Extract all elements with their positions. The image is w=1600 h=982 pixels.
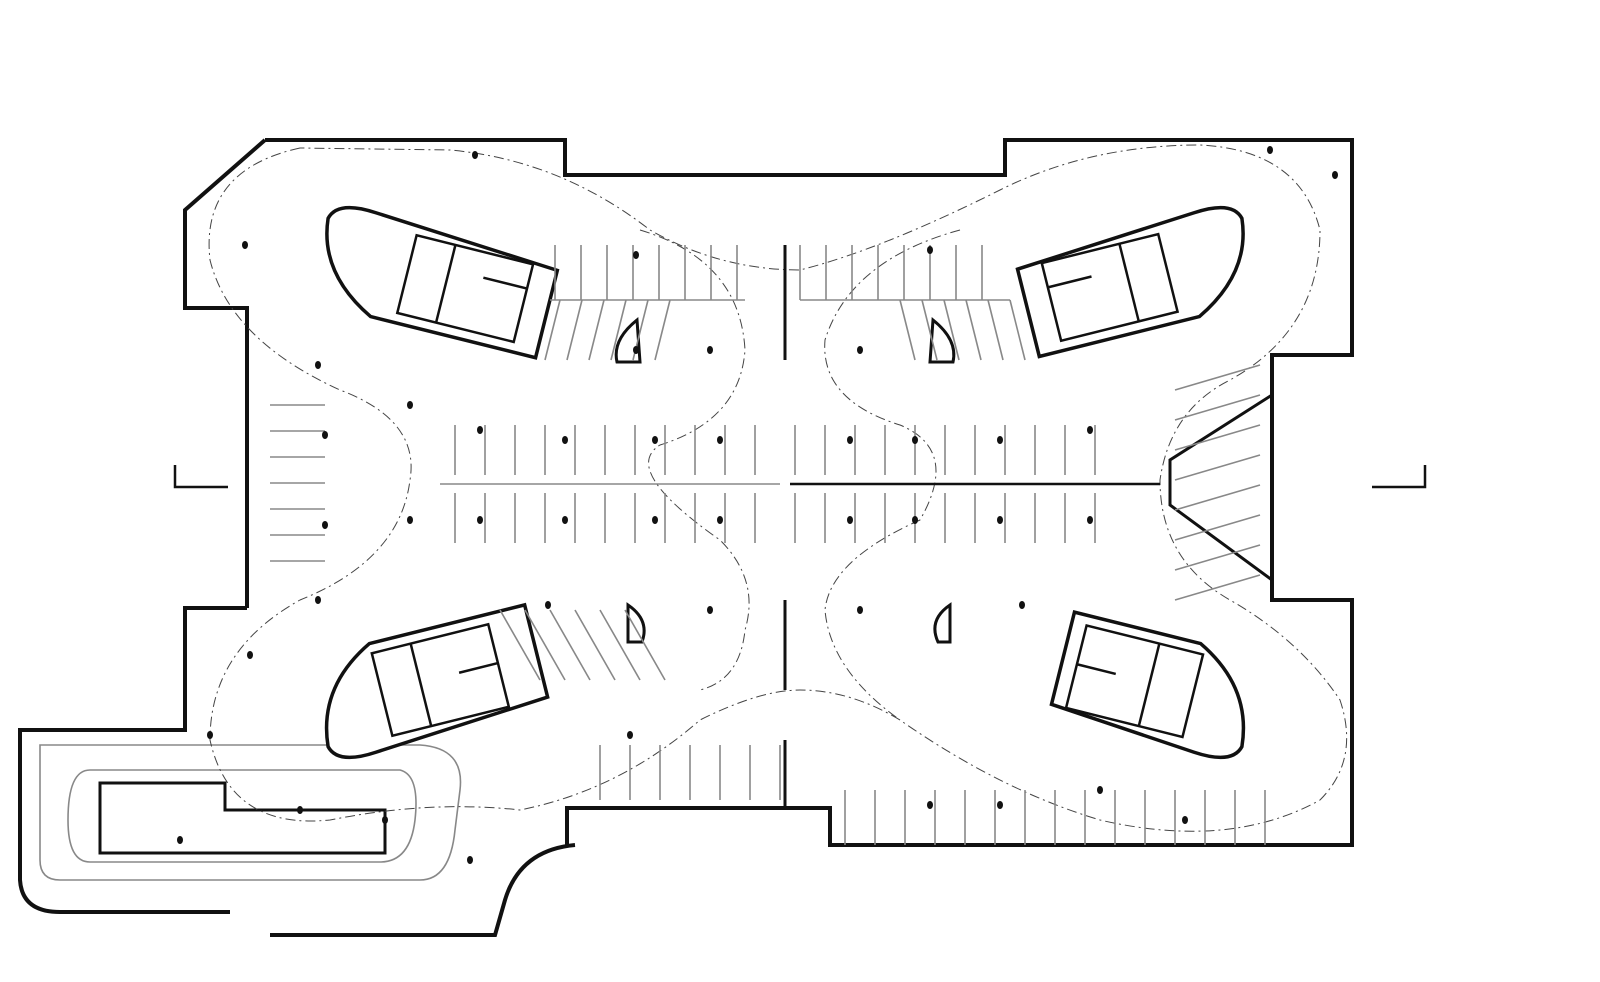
- tower-bottom-left: [324, 602, 550, 760]
- structural-column: [927, 246, 933, 254]
- structural-column: [707, 606, 713, 614]
- stall-line: [943, 299, 960, 361]
- structural-column: [857, 606, 863, 614]
- structural-column: [1087, 426, 1093, 434]
- stall-line: [624, 609, 666, 681]
- stall-line: [1009, 299, 1026, 361]
- structural-column: [1019, 601, 1025, 609]
- structural-column: [717, 516, 723, 524]
- structural-column: [407, 516, 413, 524]
- stall-line: [499, 609, 541, 681]
- section-marker-right: [1372, 465, 1427, 489]
- stall-line: [566, 299, 583, 361]
- stall-line: [1174, 424, 1261, 451]
- structural-column: [652, 516, 658, 524]
- stall-line: [654, 299, 671, 361]
- outer-wall: [18, 138, 1354, 937]
- structural-column: [997, 436, 1003, 444]
- stall-line: [588, 299, 605, 361]
- structural-column: [477, 516, 483, 524]
- structural-column: [477, 426, 483, 434]
- structural-column: [927, 801, 933, 809]
- structural-column: [545, 601, 551, 609]
- ramp-island: [98, 781, 387, 855]
- shaft-3: [626, 602, 646, 644]
- structural-column: [1267, 146, 1273, 154]
- inner-circulation-top: [639, 229, 961, 721]
- structural-column: [1332, 171, 1338, 179]
- stall-line: [1174, 544, 1261, 571]
- stall-line: [987, 299, 1004, 361]
- stall-line: [1174, 454, 1261, 481]
- structural-column: [633, 251, 639, 259]
- structural-column: [177, 836, 183, 844]
- shaft-1: [614, 317, 642, 364]
- structural-column: [297, 806, 303, 814]
- structural-column: [633, 346, 639, 354]
- stall-line: [1174, 364, 1261, 391]
- shaft-2: [928, 317, 956, 364]
- structural-column: [562, 516, 568, 524]
- structural-column: [847, 436, 853, 444]
- tower-bottom-right: [1049, 610, 1246, 760]
- structural-column: [997, 801, 1003, 809]
- shaft-4: [933, 602, 952, 644]
- structural-column: [857, 346, 863, 354]
- stall-line: [1174, 484, 1261, 511]
- stall-line: [574, 609, 616, 681]
- tower-top-left: [325, 205, 560, 360]
- ramp-lane: [39, 744, 462, 881]
- structural-column: [707, 346, 713, 354]
- structural-column: [467, 856, 473, 864]
- stall-line: [544, 299, 561, 361]
- structural-column: [562, 436, 568, 444]
- stall-line: [524, 609, 566, 681]
- structural-column: [322, 431, 328, 439]
- structural-column: [912, 436, 918, 444]
- structural-column: [407, 401, 413, 409]
- stall-line: [610, 299, 627, 361]
- stall-line: [1174, 574, 1261, 601]
- structural-column: [472, 151, 478, 159]
- stall-line: [1174, 394, 1261, 421]
- circulation-outline: [208, 144, 1348, 832]
- structural-column: [1182, 816, 1188, 824]
- structural-column: [207, 731, 213, 739]
- right-ramp-wall: [1168, 393, 1273, 582]
- section-marker-left: [173, 465, 228, 489]
- structural-column: [912, 516, 918, 524]
- structural-column: [627, 731, 633, 739]
- parking-stalls: [270, 245, 1266, 845]
- structural-column: [1087, 516, 1093, 524]
- structural-column: [315, 596, 321, 604]
- structural-column: [652, 436, 658, 444]
- structural-column: [847, 516, 853, 524]
- structural-column: [382, 816, 388, 824]
- stall-line: [965, 299, 982, 361]
- stall-line: [549, 609, 591, 681]
- stall-line: [599, 609, 641, 681]
- structural-column: [247, 651, 253, 659]
- structural-column: [242, 241, 248, 249]
- tower-top-right: [1015, 205, 1245, 359]
- structural-column: [997, 516, 1003, 524]
- stall-line: [1174, 514, 1261, 541]
- stall-line: [921, 299, 938, 361]
- structural-column: [1097, 786, 1103, 794]
- structural-column: [315, 361, 321, 369]
- columns: [177, 146, 1338, 864]
- structural-column: [717, 436, 723, 444]
- stall-line: [899, 299, 916, 361]
- structural-column: [322, 521, 328, 529]
